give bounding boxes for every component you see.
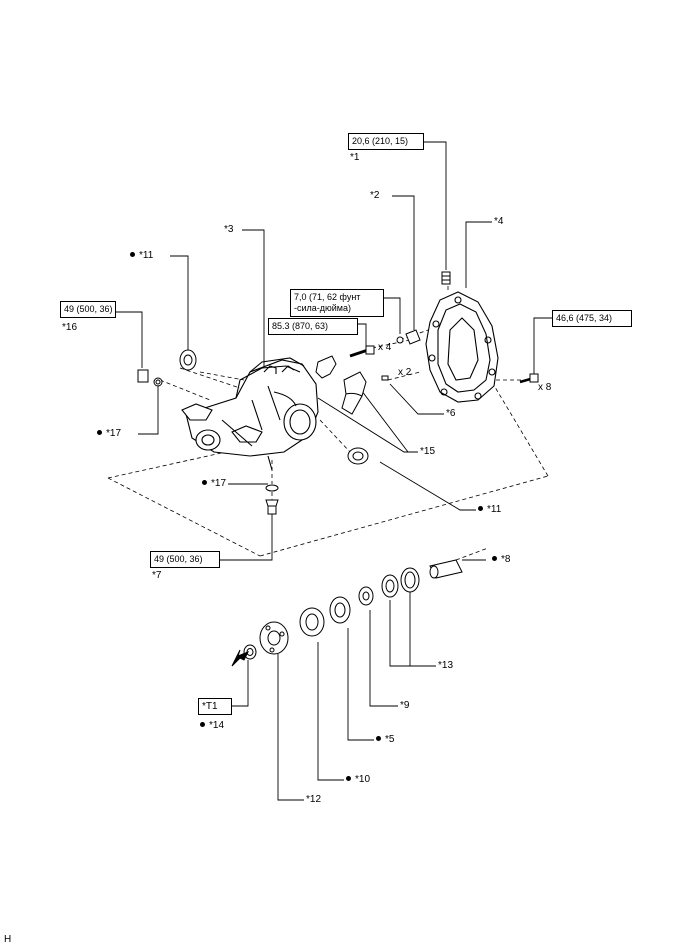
- pinion-parts: [231, 559, 463, 667]
- callout-t1-box: *T1: [198, 698, 232, 715]
- callout-9: *9: [400, 700, 410, 711]
- qty-pin: x 2: [398, 367, 412, 378]
- torque-spec-cover-bolt: 46,6 (475, 34): [552, 310, 632, 327]
- differential-carrier: [181, 357, 319, 471]
- torque-spec-cap-bolt: 85.3 (870, 63): [268, 318, 358, 335]
- leader-lines: [116, 141, 552, 801]
- callout-3: *3: [224, 224, 234, 235]
- torque-spec-breather: 20,6 (210, 15): [348, 133, 424, 150]
- callout-17-left: *17: [97, 428, 121, 440]
- callout-11-top: *11: [130, 250, 153, 262]
- callout-8: *8: [492, 554, 510, 566]
- callout-2: *2: [370, 190, 380, 201]
- dashed-reference-lines: [107, 272, 549, 561]
- torque-spec-drain-plug: 49 (500, 36): [150, 551, 220, 568]
- callout-10: *10: [346, 774, 370, 786]
- bearing-caps: [315, 355, 367, 415]
- callout-11-bottom: *11: [478, 504, 501, 516]
- callout-13: *13: [438, 660, 454, 671]
- rear-cover: [425, 291, 499, 403]
- callout-1: *1: [350, 152, 360, 163]
- callout-16: *16: [62, 322, 78, 333]
- callout-4: *4: [494, 216, 504, 227]
- fasteners: [137, 271, 539, 515]
- qty-cover-bolt: x 8: [538, 382, 552, 393]
- figure-code: H: [4, 934, 12, 945]
- callout-17-bottom: *17: [202, 478, 226, 490]
- callout-5: *5: [376, 734, 394, 746]
- callout-12: *12: [306, 794, 322, 805]
- torque-spec-small-bolt: 7,0 (71, 62 фунт -сила-дюйма): [290, 289, 384, 317]
- qty-cap-bolt: x 4: [378, 342, 392, 353]
- callout-7: *7: [152, 570, 162, 581]
- callout-14: *14: [200, 720, 224, 732]
- torque-spec-filler-plug: 49 (500, 36): [60, 301, 116, 318]
- callout-15: *15: [420, 446, 436, 457]
- callout-6: *6: [446, 408, 456, 419]
